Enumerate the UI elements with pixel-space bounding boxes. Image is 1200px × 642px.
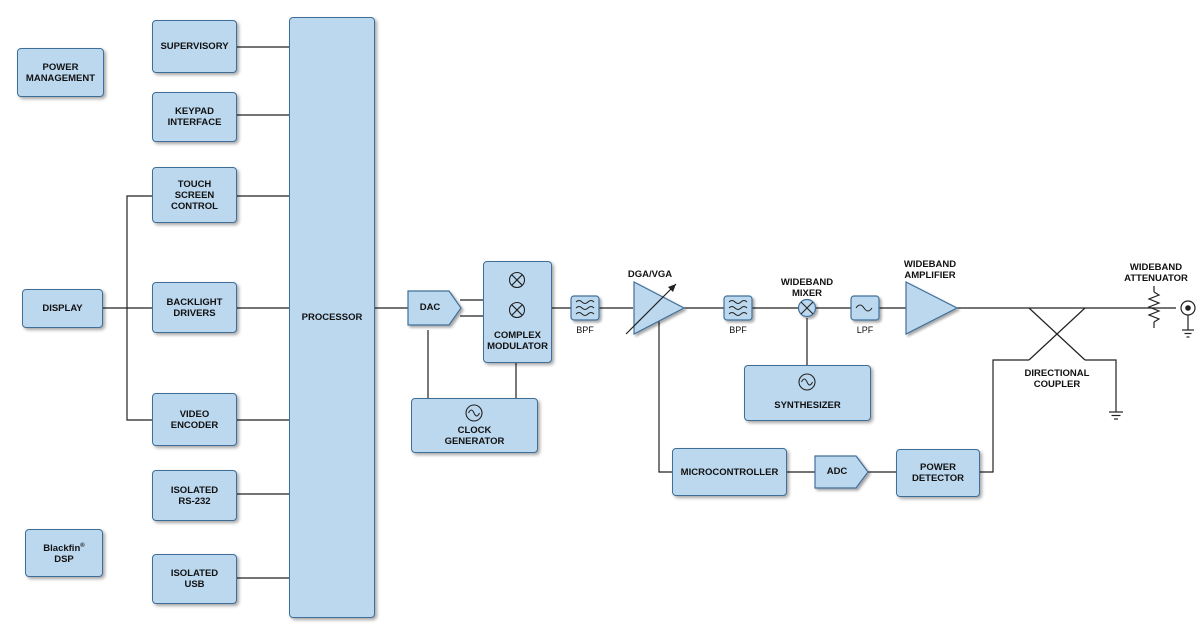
wideband-attenuator-label: WIDEBAND ATTENUATOR (1124, 262, 1188, 284)
keypad-interface-block: KEYPAD INTERFACE (152, 92, 237, 142)
power-detector-label: POWER DETECTOR (911, 462, 965, 484)
microcontroller-block: MICROCONTROLLER (672, 448, 787, 496)
bpf1-filter-wave-icon (570, 295, 600, 321)
registered-mark: ® (80, 542, 85, 549)
lpf-filter-wave-icon (850, 295, 880, 321)
blackfin-dsp-label: Blackfin® DSP (43, 541, 84, 565)
power-detector-block: POWER DETECTOR (896, 449, 980, 497)
directional-coupler-label: DIRECTIONAL COUPLER (1024, 368, 1090, 390)
bpf2-filter-wave-icon (723, 295, 753, 321)
power-management-block: POWER MANAGEMENT (17, 48, 104, 97)
backlight-drivers-block: BACKLIGHT DRIVERS (152, 282, 237, 333)
wideband-mixer-label: WIDEBAND MIXER (780, 277, 834, 299)
display-block: DISPLAY (22, 289, 103, 328)
wideband-amplifier-label: WIDEBAND AMPLIFIER (903, 259, 957, 281)
backlight-drivers-label: BACKLIGHT DRIVERS (166, 296, 223, 319)
isolated-rs232-label: ISOLATED RS-232 (170, 484, 219, 507)
modulator-mixer-icons (508, 271, 526, 319)
synth-sine-oscillator-icon (798, 373, 816, 391)
touch-screen-control-label: TOUCH SCREEN CONTROL (171, 178, 218, 212)
wire-dga-mcu (658, 312, 672, 473)
dac-label: DAC (419, 302, 441, 313)
dsp-text: DSP (54, 554, 74, 566)
supervisory-block: SUPERVISORY (152, 20, 237, 73)
complex-modulator-block: COMPLEX MODULATOR (483, 261, 552, 363)
ground-icon (1109, 411, 1123, 420)
coupler-line-b (1028, 307, 1086, 361)
lpf-label: LPF (856, 325, 874, 335)
processor-block: PROCESSOR (289, 17, 375, 618)
adc-shape (814, 455, 869, 489)
bpf1-label: BPF (576, 325, 594, 335)
wire-coupler-term (1085, 359, 1117, 412)
microcontroller-label: MICROCONTROLLER (680, 466, 779, 478)
isolated-rs232-block: ISOLATED RS-232 (152, 470, 237, 521)
touch-screen-control-block: TOUCH SCREEN CONTROL (152, 167, 237, 223)
video-encoder-label: VIDEO ENCODER (170, 408, 219, 431)
wideband-amplifier-icon (905, 281, 959, 335)
wire-display-bus (126, 195, 152, 421)
wire-det-coupler (980, 359, 1029, 473)
supervisory-label: SUPERVISORY (160, 41, 229, 52)
display-label: DISPLAY (42, 303, 83, 314)
clock-generator-block: CLOCK GENERATOR (411, 398, 538, 453)
blackfin-text: Blackfin (43, 543, 81, 555)
coax-connector-icon (1180, 300, 1196, 338)
isolated-usb-label: ISOLATED USB (170, 568, 219, 590)
processor-label: PROCESSOR (301, 312, 363, 323)
complex-modulator-label: COMPLEX MODULATOR (487, 330, 548, 352)
power-management-label: POWER MANAGEMENT (25, 61, 96, 84)
mixer-x-icon (797, 298, 817, 318)
clock-generator-label: CLOCK GENERATOR (444, 425, 505, 447)
keypad-interface-label: KEYPAD INTERFACE (167, 106, 222, 128)
dga-vga-label: DGA/VGA (627, 269, 673, 280)
bpf2-label: BPF (729, 325, 747, 335)
video-encoder-block: VIDEO ENCODER (152, 393, 237, 446)
synthesizer-label: SYNTHESIZER (774, 400, 841, 411)
clock-sine-oscillator-icon (465, 404, 483, 422)
dac-shape (407, 290, 462, 326)
blackfin-dsp-block: Blackfin® DSP (25, 529, 103, 577)
adc-label: ADC (826, 466, 848, 477)
resistor-icon (1147, 286, 1161, 328)
dga-vga-amplifier-icon (625, 281, 686, 335)
isolated-usb-block: ISOLATED USB (152, 554, 237, 604)
